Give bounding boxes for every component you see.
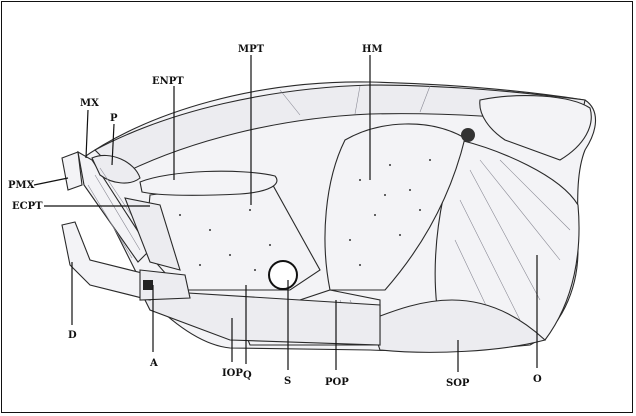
label-iop: IOP (222, 368, 243, 379)
label-sop: SOP (446, 378, 470, 389)
label-mx: MX (80, 98, 99, 109)
label-s: S (284, 376, 291, 387)
label-pop: POP (325, 377, 349, 388)
symplectic-bone (269, 261, 297, 289)
label-o: O (533, 374, 542, 385)
label-hm: HM (362, 44, 383, 55)
label-q: Q (243, 370, 252, 381)
label-d: D (68, 330, 77, 341)
label-a: A (149, 358, 158, 369)
label-ecpt: ECPT (12, 201, 43, 212)
articular-knob (461, 128, 475, 142)
label-p: P (110, 113, 118, 124)
label-enpt: ENPT (152, 76, 184, 87)
label-mpt: MPT (238, 44, 265, 55)
label-pmx: PMX (8, 180, 35, 191)
